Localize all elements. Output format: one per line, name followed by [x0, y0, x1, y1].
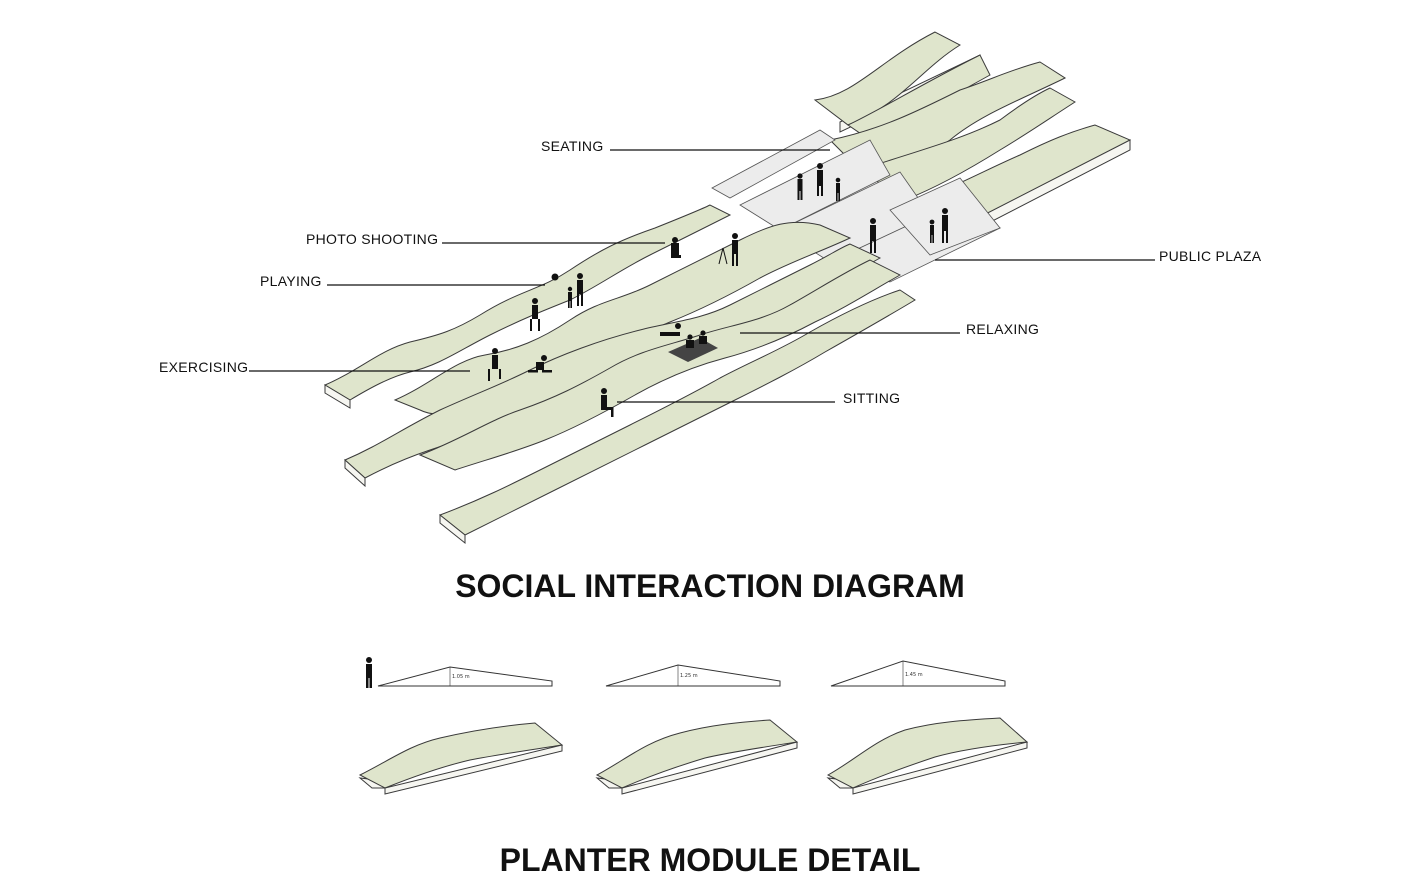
module-profile-2: 1.25 m — [605, 664, 781, 687]
person-figure — [929, 219, 935, 243]
people-figures — [488, 163, 948, 417]
person-figure — [718, 233, 738, 266]
planter-strips — [323, 31, 1132, 545]
person-figure — [488, 348, 501, 381]
module-isometrics — [358, 717, 1029, 795]
annotation-exercising: EXERCISING — [159, 359, 470, 375]
person-figure — [686, 334, 694, 348]
person-figure — [601, 388, 614, 417]
person-figure — [797, 173, 803, 200]
annotation-public-plaza: PUBLIC PLAZA — [935, 248, 1262, 264]
label-seating: SEATING — [541, 138, 604, 154]
label-playing: PLAYING — [260, 273, 322, 289]
planter-strip — [858, 87, 1076, 201]
scale-figure — [366, 657, 372, 688]
height-label-1: 1.05 m — [452, 674, 470, 680]
module-isometric-3 — [826, 717, 1029, 795]
plaza-paving — [711, 129, 836, 199]
module-isometric-2 — [595, 719, 799, 795]
label-exercising: EXERCISING — [159, 359, 248, 375]
label-public-plaza: PUBLIC PLAZA — [1159, 248, 1262, 264]
diagram-title: SOCIAL INTERACTION DIAGRAM — [455, 568, 965, 604]
person-figure — [528, 355, 552, 373]
person-figure — [699, 330, 707, 344]
annotation-photo-shooting: PHOTO SHOOTING — [306, 231, 665, 247]
person-figure — [942, 208, 948, 243]
plaza-paving — [739, 139, 891, 231]
person-figure — [577, 273, 583, 306]
annotation-seating: SEATING — [541, 138, 830, 154]
person-figure — [817, 163, 823, 196]
label-relaxing: RELAXING — [966, 321, 1039, 337]
label-sitting: SITTING — [843, 390, 900, 406]
annotation-playing: PLAYING — [260, 273, 545, 289]
person-figure — [660, 323, 681, 336]
planter-strip — [439, 289, 916, 545]
ball-icon — [551, 273, 559, 281]
planter-strip — [323, 204, 732, 409]
annotation-sitting: SITTING — [617, 390, 900, 406]
person-figure — [870, 218, 876, 253]
planter-strip — [813, 31, 991, 141]
height-label-2: 1.25 m — [680, 673, 698, 679]
planter-strip — [418, 259, 902, 471]
module-profile-3: 1.45 m — [830, 660, 1006, 687]
person-figure — [835, 177, 841, 201]
module-detail-title: PLANTER MODULE DETAIL — [500, 842, 921, 878]
module-isometric-1 — [358, 722, 564, 795]
person-figure — [530, 298, 540, 331]
module-profiles: 1.05 m 1.25 m 1.45 m — [366, 657, 1006, 688]
height-label-3: 1.45 m — [905, 672, 923, 678]
label-photo-shooting: PHOTO SHOOTING — [306, 231, 438, 247]
person-figure — [671, 237, 681, 258]
annotation-relaxing: RELAXING — [740, 321, 1039, 337]
person-figure — [567, 286, 573, 308]
module-profile-1: 1.05 m — [377, 666, 553, 687]
